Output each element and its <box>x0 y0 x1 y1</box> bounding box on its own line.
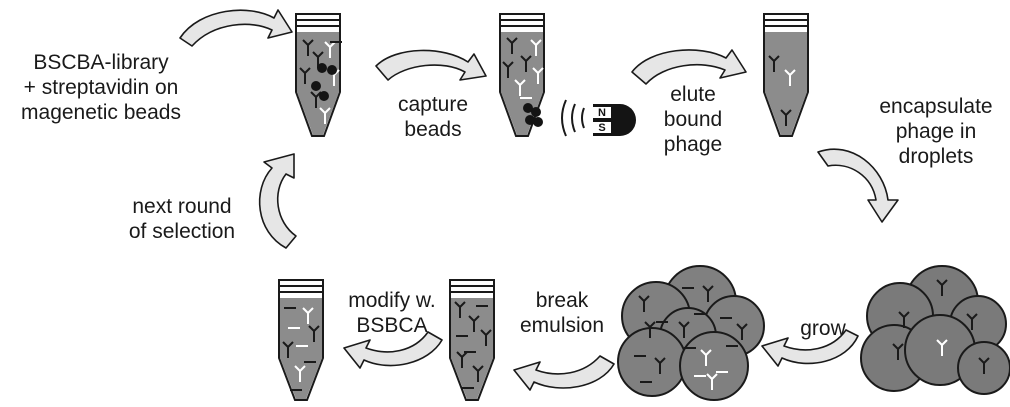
label-encapsulate-line-2: phage in <box>866 119 1006 144</box>
label-next-round: next round of selection <box>112 194 252 244</box>
label-encapsulate-line-3: droplets <box>866 144 1006 169</box>
arrow-to-tube-input <box>180 10 292 46</box>
label-next-round-line-1: next round <box>112 194 252 219</box>
bead <box>317 63 327 73</box>
label-elute-line-2: bound <box>650 107 736 132</box>
label-capture: capture beads <box>390 92 476 142</box>
label-capture-line-1: capture <box>390 92 476 117</box>
bead <box>311 81 321 91</box>
bead <box>327 65 337 75</box>
label-break-line-2: emulsion <box>508 313 616 338</box>
label-grow-line-1: grow <box>790 316 856 341</box>
tube-input <box>296 14 342 136</box>
arrow-capture <box>376 50 486 80</box>
label-modify-line-2: BSBCA <box>340 313 444 338</box>
tube-modified <box>279 280 323 400</box>
arrow-elute <box>632 50 746 84</box>
tube-eluted <box>764 14 808 136</box>
bead <box>533 117 543 127</box>
label-elute: elute bound phage <box>650 82 736 157</box>
label-input: BSCBA-library + streptavidin on mageneti… <box>6 50 196 125</box>
label-modify: modify w. BSBCA <box>340 288 444 338</box>
tube-broken-emulsion <box>450 280 494 400</box>
bead <box>319 91 329 101</box>
label-modify-line-1: modify w. <box>340 288 444 313</box>
label-input-line-2: + streptavidin on <box>6 75 196 100</box>
label-break: break emulsion <box>508 288 616 338</box>
droplets-grown <box>618 266 764 400</box>
magnet: N S <box>562 100 636 136</box>
label-encapsulate: encapsulate phage in droplets <box>866 94 1006 169</box>
label-input-line-3: magenetic beads <box>6 100 196 125</box>
arrow-break-emulsion <box>514 356 614 390</box>
label-next-round-line-2: of selection <box>112 219 252 244</box>
label-break-line-1: break <box>508 288 616 313</box>
tube-capture <box>500 14 544 136</box>
magnet-north-label: N <box>598 107 606 119</box>
label-input-line-1: BSCBA-library <box>6 50 196 75</box>
label-encapsulate-line-1: encapsulate <box>866 94 1006 119</box>
label-capture-line-2: beads <box>390 117 476 142</box>
bead <box>531 107 541 117</box>
label-elute-line-1: elute <box>650 82 736 107</box>
arrow-next-round <box>260 154 296 248</box>
magnet-south-label: S <box>598 122 605 134</box>
label-elute-line-3: phage <box>650 132 736 157</box>
label-grow: grow <box>790 316 856 341</box>
droplets-encapsulated <box>861 266 1010 394</box>
